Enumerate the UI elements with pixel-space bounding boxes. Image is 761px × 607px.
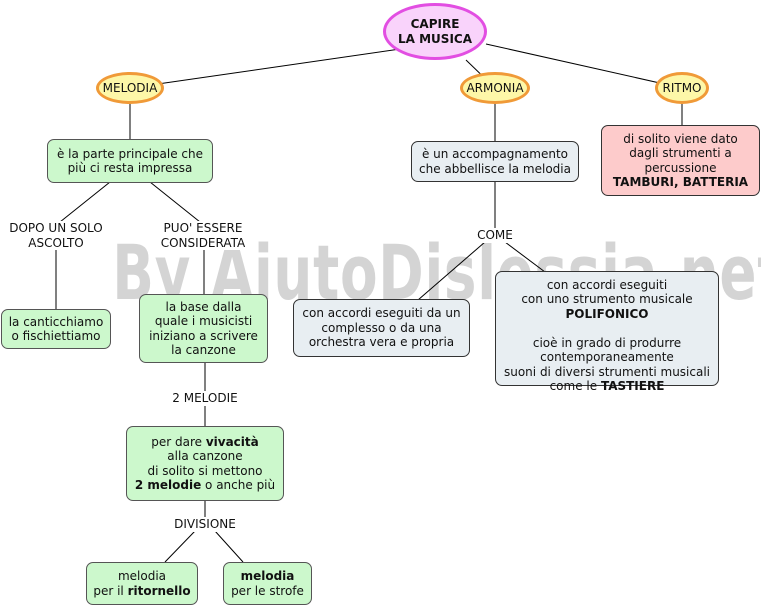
link-label-due-melodie: 2 MELODIE	[166, 391, 244, 406]
accordi-strumento-box: con accordi eseguiti con uno strumento m…	[495, 271, 719, 393]
vivacita-text-3: o anche più	[201, 478, 276, 492]
accordi-complesso-box: con accordi eseguiti da un complesso o d…	[293, 299, 470, 357]
accordi-strumento-text: con accordi eseguiti con uno strumento m…	[521, 277, 693, 307]
ritmo-definition-text: di solito viene dato dagli strumenti a p…	[623, 131, 738, 175]
link-label-come: COME	[472, 228, 518, 243]
strofe-bold: melodia	[240, 569, 295, 583]
armonia-definition: è un accompagnamento che abbellisce la m…	[411, 141, 579, 182]
melodia-label: MELODIA	[102, 80, 158, 95]
armonia-definition-text: è un accompagnamento che abbellisce la m…	[419, 147, 571, 176]
base-text: la base dalla quale i musicisti iniziano…	[149, 299, 258, 358]
vivacita-bold: vivacità	[205, 434, 259, 449]
accordi-complesso-text: con accordi eseguiti da un complesso o d…	[302, 306, 461, 350]
tastiere-text: TASTIERE	[600, 379, 665, 394]
ritornello-text: melodia per il	[93, 569, 167, 598]
vivacita-text-2: alla canzone di solito si mettono	[147, 449, 263, 478]
armonia-concept: ARMONIA	[460, 72, 530, 104]
canticchiamo-text: la canticchiamo o fischiettiamo	[8, 314, 104, 344]
strofe-box: melodia per le strofe	[223, 562, 312, 605]
due-melodie-bold: 2 melodie	[134, 478, 202, 492]
ritmo-label: RITMO	[662, 80, 702, 95]
link-label-dopo: DOPO UN SOLO ASCOLTO	[4, 221, 108, 250]
ritmo-instruments: TAMBURI, BATTERIA	[612, 175, 749, 189]
polifonico-text: POLIFONICO	[565, 306, 649, 321]
accordi-strumento-detail: cioè in grado di produrre contemporaneam…	[503, 335, 710, 394]
ritmo-definition: di solito viene dato dagli strumenti a p…	[601, 125, 760, 196]
ritornello-box: melodia per il ritornello	[86, 562, 198, 605]
melodia-definition: è la parte principale che più ci resta i…	[47, 139, 213, 183]
root-label: CAPIRE LA MUSICA	[398, 17, 472, 46]
link-label-divisione: DIVISIONE	[166, 517, 244, 532]
root-concept: CAPIRE LA MUSICA	[383, 3, 487, 60]
melodia-concept: MELODIA	[96, 72, 164, 104]
base-box: la base dalla quale i musicisti iniziano…	[139, 294, 268, 363]
canticchiamo-box: la canticchiamo o fischiettiamo	[1, 309, 111, 349]
strofe-text: per le strofe	[231, 583, 304, 598]
melodia-definition-text: è la parte principale che più ci resta i…	[56, 146, 203, 176]
ritornello-bold: ritornello	[127, 583, 191, 598]
link-label-puo: PUO' ESSERE CONSIDERATA	[150, 221, 256, 250]
vivacita-box: per dare vivacità alla canzone di solito…	[126, 426, 284, 501]
ritmo-concept: RITMO	[655, 72, 709, 104]
armonia-label: ARMONIA	[466, 80, 524, 95]
vivacita-text-1: per dare	[151, 434, 206, 449]
